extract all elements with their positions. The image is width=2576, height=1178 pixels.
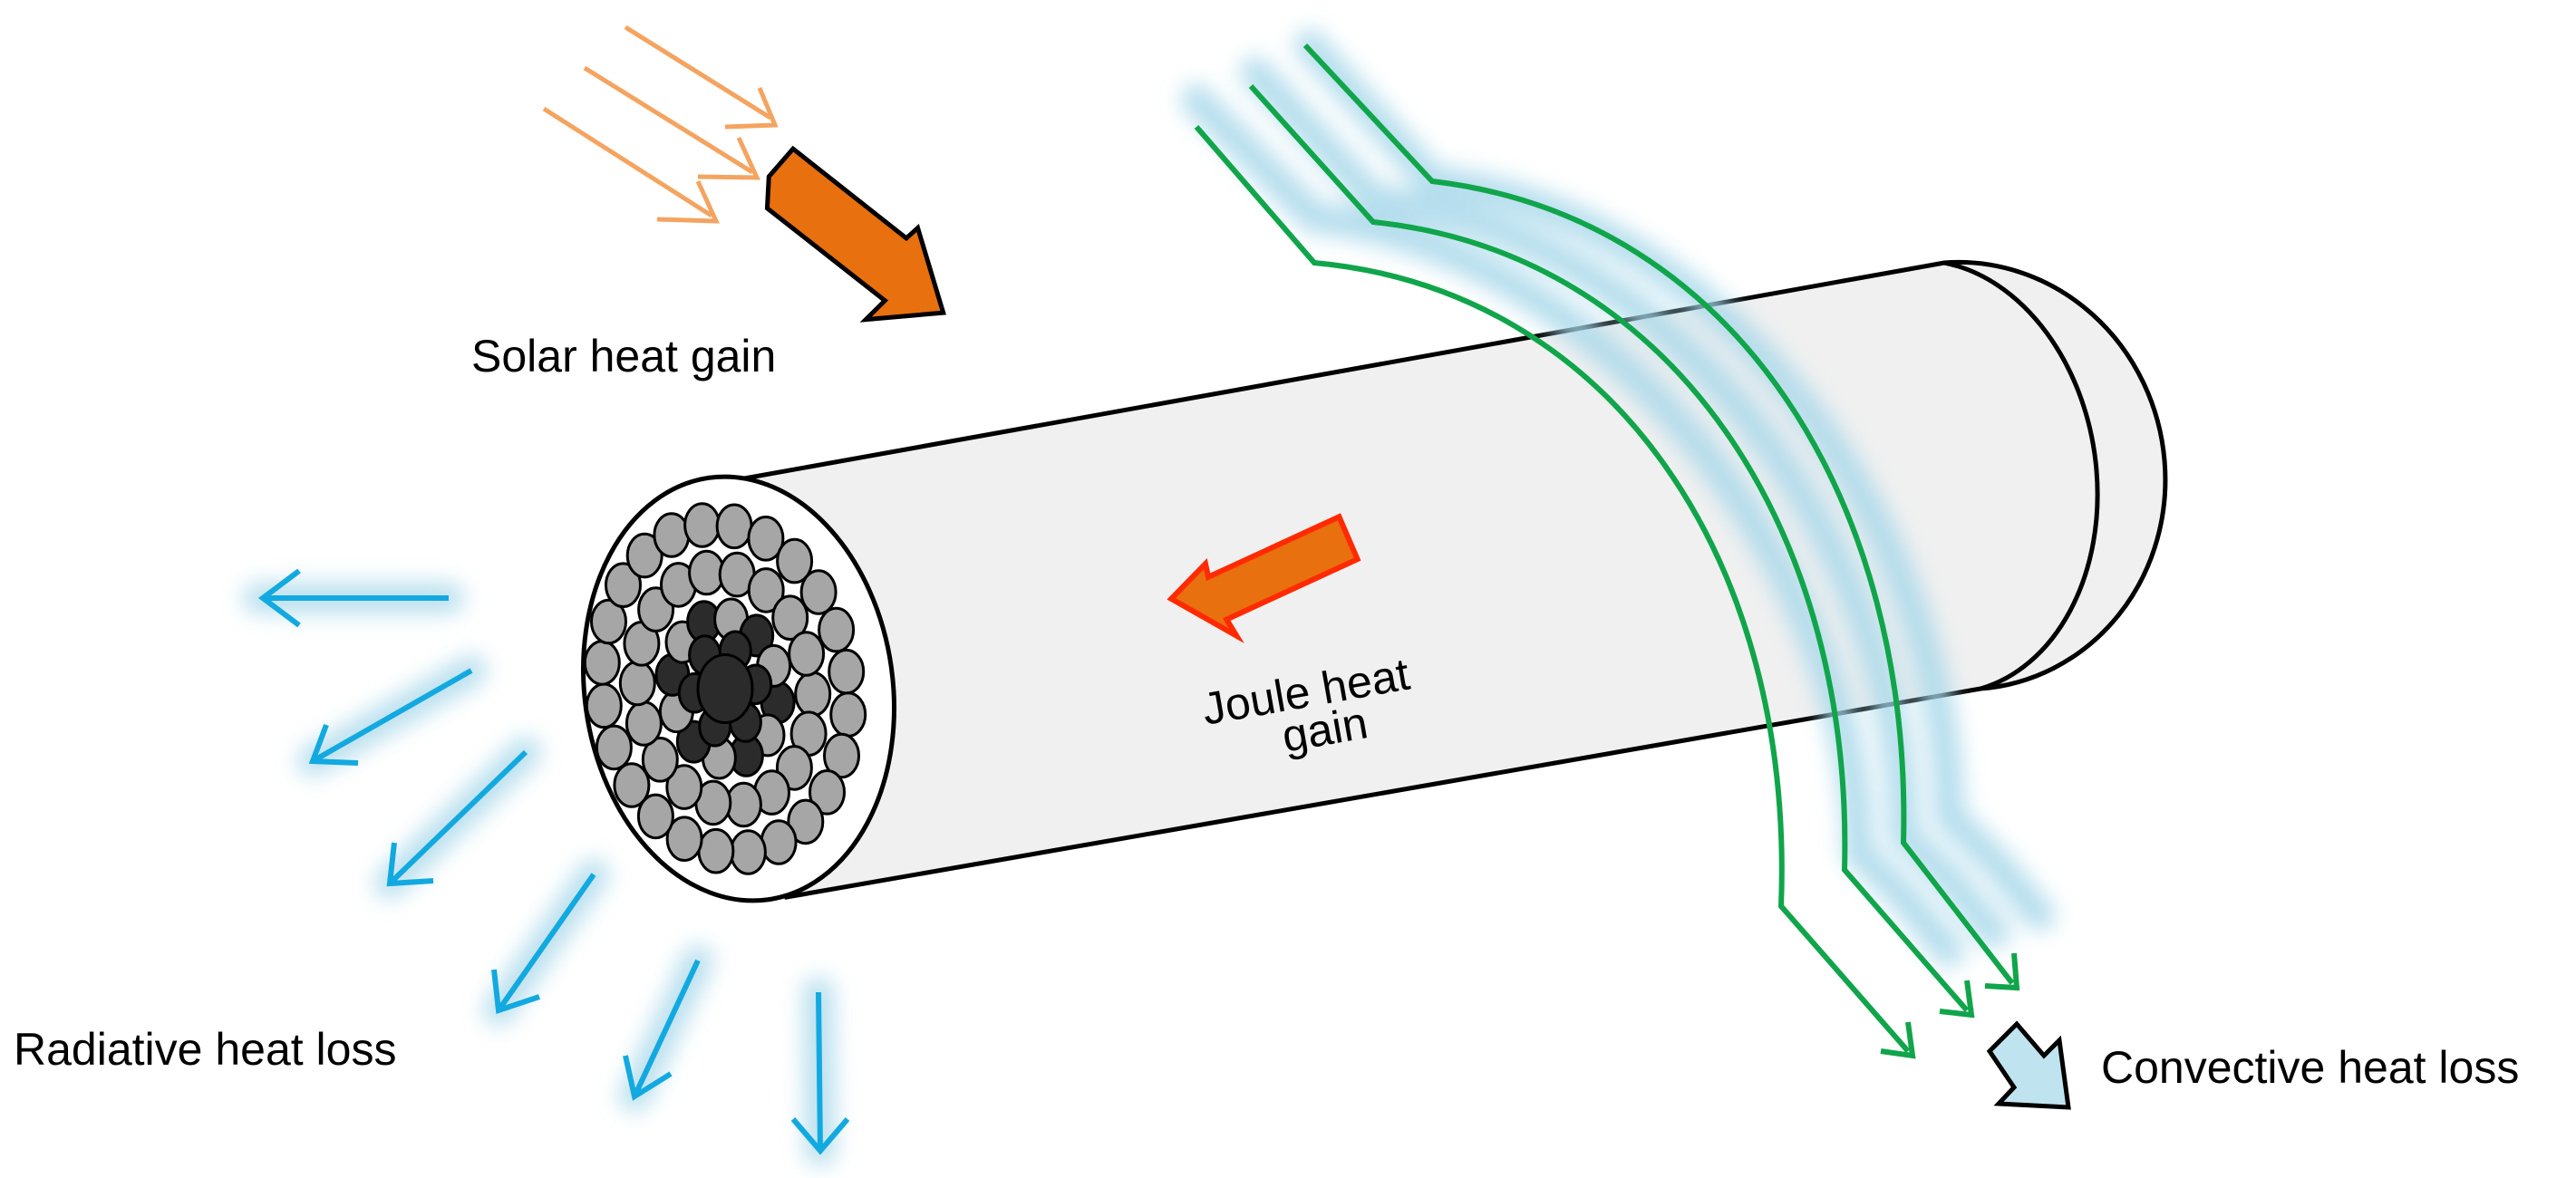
aluminum-strand	[585, 682, 623, 729]
aluminum-strand	[799, 569, 838, 615]
conductor-far-end	[1943, 260, 2100, 691]
airflow-arrows-icon	[1181, 30, 2071, 1110]
aluminum-strand	[665, 764, 703, 810]
aluminum-strand	[794, 671, 832, 718]
aluminum-strand	[595, 724, 633, 771]
aluminum-strand	[776, 537, 814, 584]
aluminum-strand	[828, 648, 866, 695]
aluminum-strand	[641, 737, 679, 783]
aluminum-strand	[747, 567, 785, 613]
aluminum-strand	[715, 503, 753, 550]
aluminum-strand	[809, 769, 846, 816]
strand-group	[583, 502, 867, 875]
aluminum-strand	[653, 512, 691, 558]
aluminum-strand	[771, 594, 809, 642]
aluminum-strand	[829, 691, 867, 738]
steel-core	[696, 653, 754, 724]
aluminum-strand	[618, 660, 656, 707]
aluminum-strand	[625, 700, 663, 747]
aluminum-strand	[729, 829, 767, 875]
aluminum-strand	[818, 606, 856, 653]
aluminum-strand	[605, 562, 642, 609]
aluminum-strand	[760, 819, 798, 865]
solar-rays-icon	[542, 24, 946, 323]
aluminum-strand	[788, 631, 826, 677]
aluminum-strand	[625, 532, 663, 579]
solar-heat-gain-label: Solar heat gain	[471, 331, 776, 381]
aluminum-strand	[683, 502, 721, 548]
conductor-cylinder	[581, 259, 2168, 903]
aluminum-strand	[636, 793, 674, 840]
convective-direction-icon	[1986, 1020, 2071, 1110]
solar-main-arrow	[764, 145, 946, 323]
aluminum-strand	[823, 732, 860, 779]
radiation-arrows-icon	[243, 568, 850, 1166]
joule-arrow-icon	[1167, 513, 1361, 644]
aluminum-strand	[747, 516, 785, 562]
radiative-heat-loss-label: Radiative heat loss	[14, 1024, 396, 1075]
aluminum-strand	[583, 640, 621, 686]
aluminum-strand	[665, 816, 703, 863]
aluminum-strand	[590, 598, 627, 645]
convective-heat-loss-label: Convective heat loss	[2101, 1042, 2519, 1093]
aluminum-strand	[613, 762, 651, 808]
aluminum-strand	[697, 827, 735, 874]
aluminum-strand	[787, 798, 825, 845]
